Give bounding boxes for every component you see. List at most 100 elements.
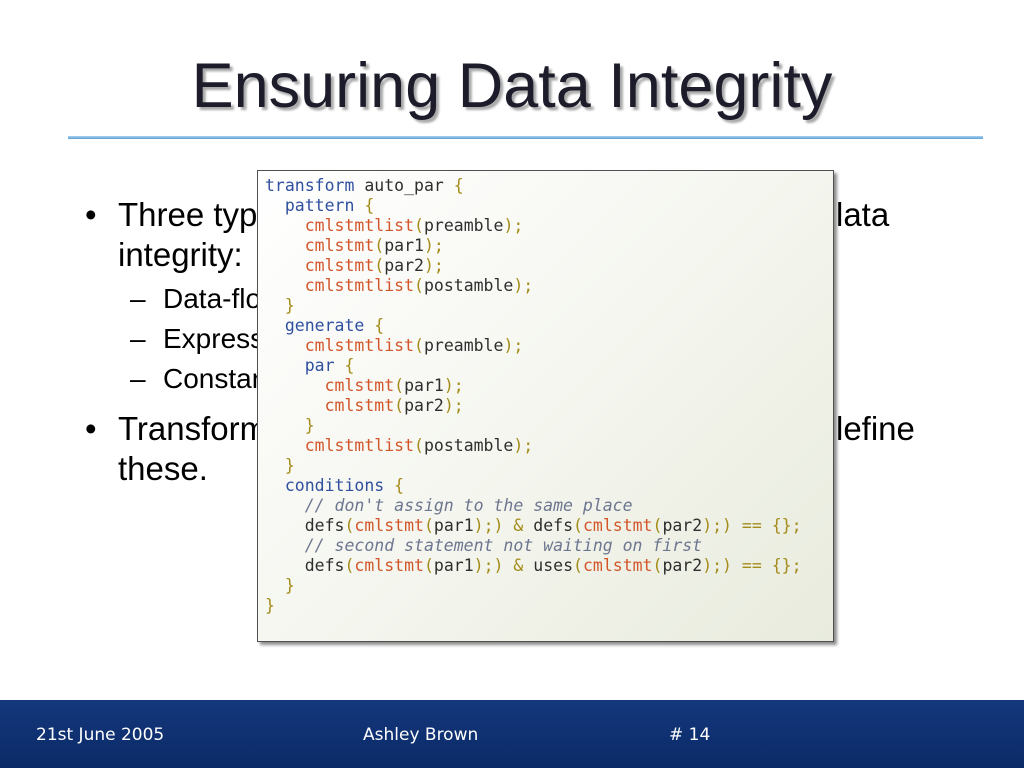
code-keyword: transform [265,176,355,195]
code-keyword: par [265,356,345,375]
code-function: cmlstmtlist [265,216,415,235]
code-identifier: auto_par [354,176,454,195]
code-identifier: par2 [662,556,703,575]
footer-date: 21st June 2005 [36,725,165,745]
code-punctuation: ( [414,336,424,355]
code-line: transform auto_par { [265,176,802,196]
code-punctuation: } [265,596,275,615]
code-identifier: par1 [404,376,444,395]
code-keyword: generate [265,316,375,335]
code-line: cmlstmtlist(preamble); [265,216,802,236]
code-line: } [265,596,802,616]
code-line: par { [265,356,802,376]
code-line: // don't assign to the same place [265,496,802,516]
code-function: cmlstmt [354,516,424,535]
code-punctuation: );) & [473,556,534,575]
sub-bullet-2: Express [163,323,265,354]
slide-title: Ensuring Data Integrity [191,51,833,121]
code-identifier: defs [265,556,345,575]
code-function: cmlstmtlist [265,336,415,355]
code-comment: // don't assign to the same place [265,496,633,515]
code-punctuation: ( [414,216,424,235]
code-punctuation: ( [394,396,405,415]
code-identifier: par2 [404,396,444,415]
code-punctuation: ( [423,516,434,535]
slide-number: # 14 [669,725,711,745]
code-punctuation: ); [423,236,444,255]
bullet-marker: • [85,410,97,447]
code-punctuation: ); [503,216,524,235]
code-punctuation: );) == {}; [702,516,802,535]
code-function: cmlstmt [354,556,424,575]
code-line: cmlstmt(par2); [265,396,802,416]
code-identifier: par1 [433,556,474,575]
code-identifier: postamble [423,436,514,455]
code-line: conditions { [265,476,802,496]
code-punctuation: { [453,176,464,195]
sub-bullet-marker: – [130,363,146,394]
code-punctuation: ( [374,256,385,275]
code-punctuation: ); [513,276,534,295]
code-line: } [265,416,802,436]
sub-bullet-marker: – [130,323,146,354]
code-punctuation: } [265,296,295,315]
code-function: cmlstmt [265,376,395,395]
code-line: pattern { [265,196,802,216]
bullet-1-line-1: Three typ [118,196,258,233]
code-punctuation: ( [573,516,583,535]
code-punctuation: } [265,456,295,475]
bullet-1-line-2: integrity: [118,236,243,273]
code-line: cmlstmt(par1); [265,376,802,396]
code-line: } [265,576,802,596]
footer-author: Ashley Brown [363,725,479,745]
code-identifier: defs [265,516,345,535]
code-line: cmlstmtlist(postamble); [265,436,802,456]
code-punctuation: ); [423,256,444,275]
code-punctuation: );) == {}; [702,556,802,575]
code-function: cmlstmt [265,236,375,255]
code-punctuation: { [394,476,405,495]
code-identifier: par1 [433,516,474,535]
code-punctuation: ( [423,556,434,575]
code-identifier: preamble [423,336,504,355]
code-block: transform auto_par { pattern { cmlstmtli… [265,176,802,616]
code-line: cmlstmt(par1); [265,236,802,256]
code-punctuation: ); [443,376,464,395]
code-punctuation: { [364,196,375,215]
bullet-marker: • [85,196,97,233]
code-line: defs(cmlstmt(par1);) & uses(cmlstmt(par2… [265,556,802,576]
code-line: cmlstmtlist(postamble); [265,276,802,296]
code-line: cmlstmtlist(preamble); [265,336,802,356]
code-punctuation: { [374,316,385,335]
sub-bullet-marker: – [130,283,146,314]
code-punctuation: } [265,576,295,595]
code-punctuation: ( [394,376,405,395]
code-punctuation: ( [573,556,583,575]
code-identifier: defs [533,516,574,535]
code-identifier: preamble [423,216,504,235]
bullet-2-line-2: these. [118,450,208,487]
code-identifier: postamble [423,276,514,295]
code-listing-box: transform auto_par { pattern { cmlstmtli… [257,170,834,642]
code-punctuation: { [344,356,355,375]
code-line: cmlstmt(par2); [265,256,802,276]
code-function: cmlstmt [582,556,653,575]
code-keyword: conditions [265,476,395,495]
bullet-1-line-1-right: lata [836,196,890,233]
code-comment: // second statement not waiting on first [265,536,703,555]
code-punctuation: ( [374,236,385,255]
code-line: defs(cmlstmt(par1);) & defs(cmlstmt(par2… [265,516,802,536]
code-identifier: par1 [384,236,424,255]
code-line: // second statement not waiting on first [265,536,802,556]
sub-bullet-3: Constar [163,363,262,394]
code-line: } [265,296,802,316]
code-punctuation: ( [652,516,663,535]
title-divider [68,136,983,139]
bullet-2-line-1: Transform [118,410,268,447]
code-punctuation: ); [513,436,534,455]
code-punctuation: ( [344,556,355,575]
code-function: cmlstmtlist [265,436,415,455]
code-punctuation: } [265,416,315,435]
code-punctuation: ( [344,516,355,535]
